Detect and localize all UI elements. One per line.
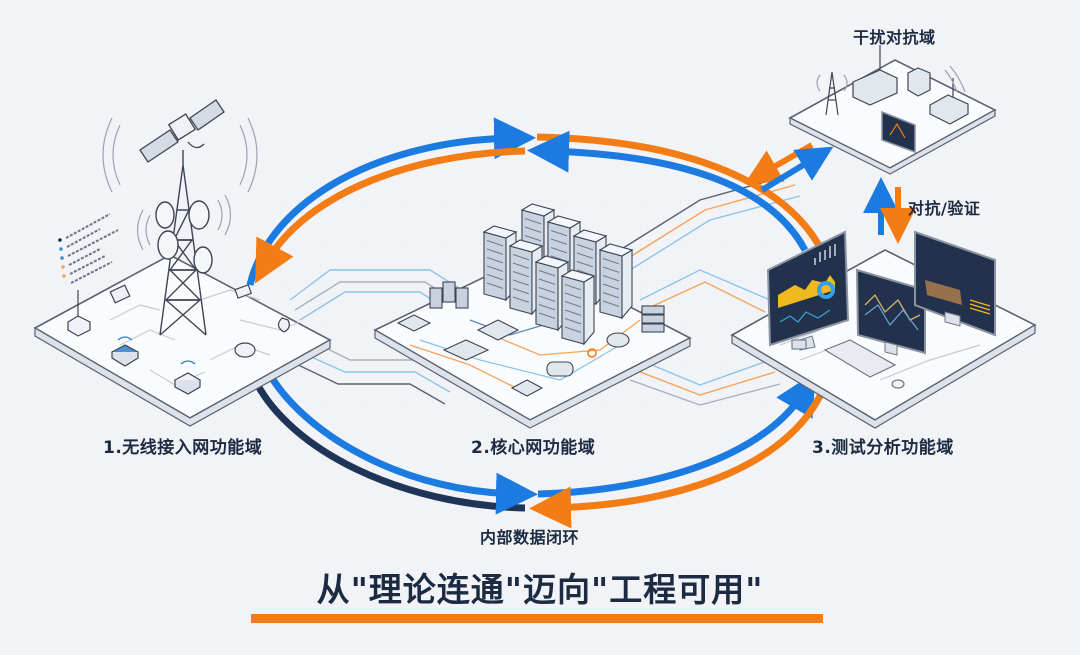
arc-bottom-left-blue xyxy=(267,373,538,515)
arc-top-right-orange xyxy=(536,133,834,272)
page-title: 从"理论连通"迈向"工程可用" xyxy=(316,570,764,609)
test-domain-platform xyxy=(730,230,1037,429)
jamming-link-arrows xyxy=(744,142,916,244)
monitor-icon xyxy=(881,110,916,154)
speaker-icon xyxy=(234,342,256,358)
wireless-domain-platform xyxy=(33,99,332,427)
mouse-icon xyxy=(891,379,905,389)
monitor-icon xyxy=(766,230,850,351)
jamming-domain-platform xyxy=(788,45,997,175)
arrow-loop-to-jamming-blue xyxy=(760,146,834,193)
chip-icon xyxy=(109,284,131,304)
core-domain-platform xyxy=(373,203,692,429)
arc-top-right-blue xyxy=(527,130,809,252)
adversarial-validation-label: 对抗/验证 xyxy=(908,199,981,218)
orange-ring-icon xyxy=(587,348,597,358)
arc-bottom-right-orange xyxy=(529,383,829,529)
server-rack-icon xyxy=(560,269,596,346)
module-icon xyxy=(234,284,253,299)
cell-tower-icon xyxy=(155,150,213,336)
arrow-jamming-to-loop-orange xyxy=(744,142,814,184)
core-domain-label: 2.核心网功能域 xyxy=(471,438,596,458)
storage-cluster-icon xyxy=(429,281,469,309)
arc-bottom-right-blue xyxy=(537,371,816,498)
keyboard-icon xyxy=(823,339,897,378)
wireless-domain-label: 1.无线接入网功能域 xyxy=(103,438,263,458)
switch-icon xyxy=(476,319,520,341)
decorative-code-lines xyxy=(58,213,119,284)
satellite-icon xyxy=(139,99,225,163)
monitor-icon xyxy=(914,230,996,337)
small-device-icon xyxy=(791,339,807,350)
router-icon xyxy=(606,332,630,348)
internal-loop-arcs xyxy=(246,117,834,529)
switch-icon xyxy=(396,314,432,332)
dish-small-icon xyxy=(277,317,290,333)
server-rack-icon xyxy=(598,243,634,320)
box-device-icon xyxy=(907,67,931,97)
data-traces xyxy=(289,174,801,406)
monitor-icon xyxy=(855,268,926,356)
switch-icon xyxy=(442,339,490,361)
arc-top-left-orange xyxy=(255,147,526,284)
storage-icon xyxy=(641,305,665,333)
sensor-icon xyxy=(173,360,202,395)
jamming-domain-label: 干扰对抗域 xyxy=(853,28,936,47)
router-icon xyxy=(929,94,969,125)
internal-loop-label: 内部数据闭环 xyxy=(480,528,580,547)
test-domain-label: 3.测试分析功能域 xyxy=(812,438,954,458)
title-underline xyxy=(251,614,823,623)
wifi-module-icon xyxy=(110,336,140,367)
cell-tower-icon xyxy=(816,71,848,116)
firewall-icon xyxy=(546,361,574,377)
antenna-icon xyxy=(67,290,91,337)
server-rack-group xyxy=(482,203,634,346)
arc-bottom-left-navy xyxy=(251,378,526,512)
switch-icon xyxy=(510,379,544,397)
